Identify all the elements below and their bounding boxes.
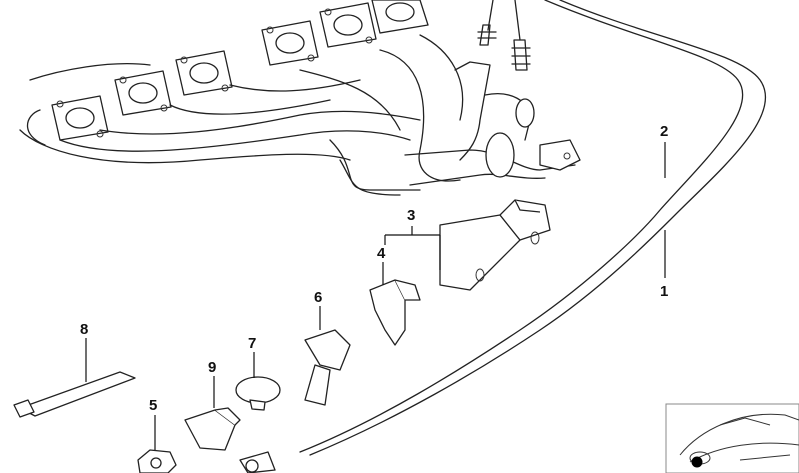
- nut-icon[interactable]: [137, 449, 177, 473]
- part-label-4: 4: [377, 245, 386, 262]
- car-thumbnail-icon[interactable]: [665, 403, 799, 473]
- part-label-6: 6: [314, 289, 322, 306]
- grommet-icon[interactable]: [235, 376, 281, 411]
- exhaust-manifold-icon[interactable]: [19, 0, 581, 196]
- part-label-2: 2: [660, 123, 668, 140]
- cable-clip-icon[interactable]: [304, 329, 351, 406]
- leader-lines: [85, 142, 666, 450]
- wire-route: [299, 0, 767, 456]
- bracket-icon[interactable]: [439, 199, 551, 291]
- part-labels: 2 1 3 4 6 7 9 8 5: [80, 123, 668, 414]
- part-label-5: 5: [149, 397, 157, 414]
- part-label-7: 7: [248, 335, 256, 352]
- cable-clip-icon[interactable]: [369, 279, 421, 346]
- connector-icon[interactable]: [239, 451, 276, 473]
- oxygen-sensor-icon[interactable]: [477, 0, 531, 71]
- part-label-3: 3: [407, 207, 415, 224]
- cable-clip-icon[interactable]: [184, 407, 241, 451]
- part-label-8: 8: [80, 321, 88, 338]
- part-label-1: 1: [660, 283, 668, 300]
- cable-tie-icon[interactable]: [13, 371, 136, 418]
- part-label-9: 9: [208, 359, 216, 376]
